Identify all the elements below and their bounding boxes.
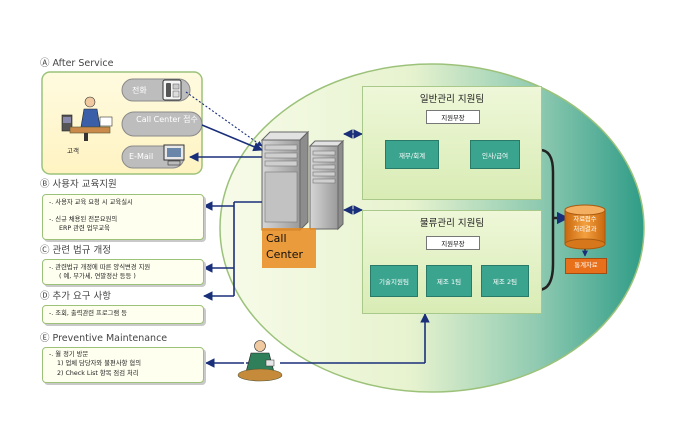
phone-icon [162, 79, 182, 101]
section-d-title: Ⓓ 추가 요구 사항 [40, 291, 111, 302]
dept-manufacturing-1: 제조 1팀 [426, 265, 472, 297]
records-cylinder [564, 204, 606, 250]
section-e-title: Ⓔ Preventive Maintenance [40, 333, 168, 344]
dept-hr: 인사/급여 [470, 140, 520, 169]
callcenter-bubble-label: Call Center 접수 [136, 115, 198, 124]
stats-box: 통계자료 [565, 258, 607, 274]
section-e-line: -. 월 정기 방문 [49, 351, 89, 358]
section-c-line: -. 관련법규 개정에 따른 양식변경 지원 [49, 264, 151, 271]
team-general-leader: 지원부장 [426, 110, 480, 124]
section-b-title: Ⓑ 사용자 교육지원 [40, 179, 117, 190]
team-logistics: 물류관리 지원팀 [362, 210, 542, 314]
records-line1: 자료접수 [573, 216, 597, 223]
section-d-box: -. 조회, 출력관련 프로그램 등 [42, 305, 204, 324]
call-center-label-line2: Center [266, 248, 304, 261]
dept-manufacturing-2: 제조 2팀 [481, 265, 529, 297]
section-c-box: -. 관련법규 개정에 따른 양식변경 지원 ( 예, 부가세, 연말정산 등등… [42, 259, 204, 285]
section-b-line: ERP 관련 업무교육 [59, 225, 110, 232]
computer-icon [163, 144, 185, 166]
phone-bubble-label: 전화 [132, 86, 147, 95]
section-c-title: Ⓒ 관련 법규 개정 [40, 245, 111, 256]
section-e-line: 2) Check List 항목 점검 처리 [57, 370, 139, 377]
section-b-line: -. 사용자 교육 요청 시 교육실시 [49, 199, 133, 206]
section-e-line: 1) 업체 담당자와 불편사항 협의 [57, 360, 141, 367]
engineer-figure [237, 340, 283, 382]
records-line2: 처리결과 [573, 226, 597, 233]
section-d-line: -. 조회, 출력관련 프로그램 등 [49, 310, 128, 317]
email-bubble-label: E-Mail [129, 152, 154, 161]
section-b-line: -. 신규 채용된 전문요원의 [49, 216, 118, 223]
customer-figure [61, 96, 113, 141]
team-logistics-leader: 지원부장 [426, 236, 480, 250]
after-service-title: Ⓐ After Service [40, 58, 114, 69]
section-c-line: ( 예, 부가세, 연말정산 등등 ) [59, 273, 136, 280]
section-e-box: -. 월 정기 방문 1) 업체 담당자와 불편사항 협의 2) Check L… [42, 347, 204, 383]
team-logistics-title: 물류관리 지원팀 [419, 218, 485, 229]
dept-tech-support: 기술지원팀 [370, 265, 418, 297]
team-general-title: 일반관리 지원팀 [419, 94, 485, 105]
section-b-box: -. 사용자 교육 요청 시 교육실시 -. 신규 채용된 전문요원의 ERP … [42, 194, 204, 240]
customer-label: 고객 [67, 147, 79, 155]
dept-finance: 재무/회계 [385, 140, 439, 169]
call-center-server [260, 130, 345, 232]
call-center-label-line1: Call [266, 232, 287, 245]
